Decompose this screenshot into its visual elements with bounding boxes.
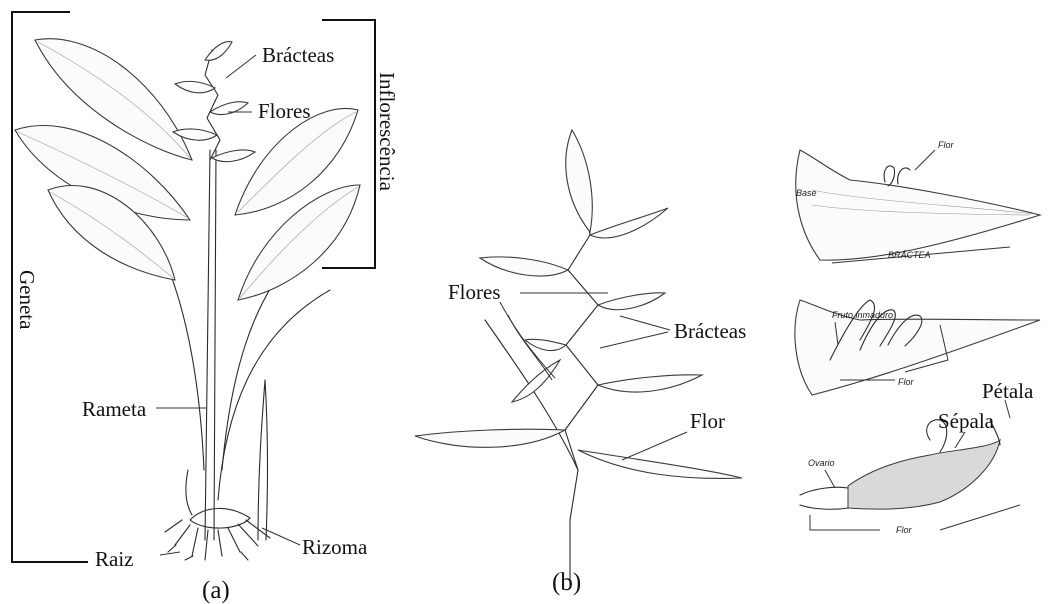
caption-b: (b) [552,569,581,596]
label-inflorescencia: Inflorescência [375,72,399,192]
label-flores-a: Flores [258,99,311,123]
label-detail-sepala: Sépala [938,409,995,433]
plant-leaves [15,39,360,300]
label-bracteas-b: Brácteas [674,319,746,343]
caption-a: (a) [202,577,230,604]
detail-flower: Ovario Sépala Pétala Flor [800,379,1034,535]
label-flor-b: Flor [690,409,725,433]
label-flores-b: Flores [448,280,501,304]
label-bracteas-a: Brácteas [262,43,334,67]
label-detail-flor-top: Flor [938,140,955,150]
label-detail-bractea: BRÁCTEA [888,250,931,260]
label-detail-flor-mid: Flor [898,377,915,387]
label-detail-petala: Pétala [982,379,1034,403]
panel-a-plant-drawing: Brácteas Flores Inflorescência Geneta Ra… [12,12,399,604]
label-geneta: Geneta [15,270,39,330]
label-rizoma: Rizoma [302,535,368,559]
plant-roots [165,380,270,560]
label-detail-flor-bottom: Flor [896,525,913,535]
label-detail-fruto: Fruto inmaduro [832,310,893,320]
label-raiz: Raiz [95,547,133,571]
panel-b-inflorescence-drawing: Flores Brácteas Flor (b) [415,130,746,596]
label-detail-base: Base [796,188,817,198]
label-rameta: Rameta [82,397,147,421]
detail-bract-base: Flor Base BRÁCTEA [796,140,1040,263]
label-detail-ovario: Ovario [808,458,835,468]
